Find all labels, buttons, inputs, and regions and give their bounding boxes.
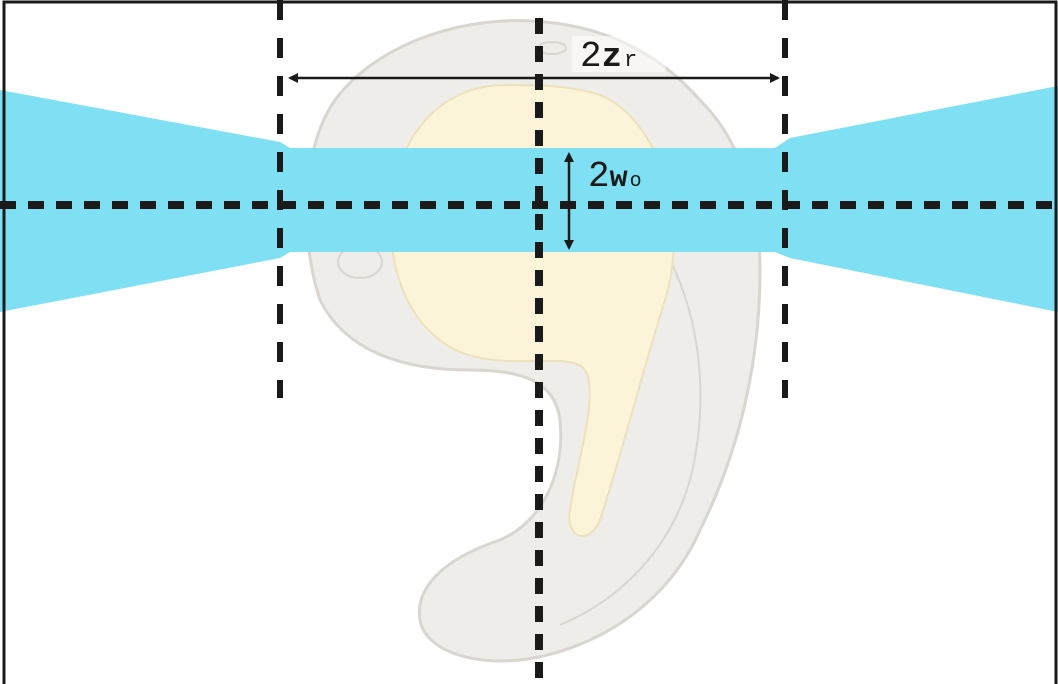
rayleigh-prefix: 2 xyxy=(580,36,602,77)
zebrafish-embryo-icon xyxy=(306,21,760,661)
waist-prefix: 2 xyxy=(588,156,610,197)
rayleigh-subscript: r xyxy=(624,48,637,73)
rayleigh-symbol: z xyxy=(602,39,622,77)
waist-symbol: w xyxy=(610,162,628,196)
waist-subscript: o xyxy=(630,170,642,193)
